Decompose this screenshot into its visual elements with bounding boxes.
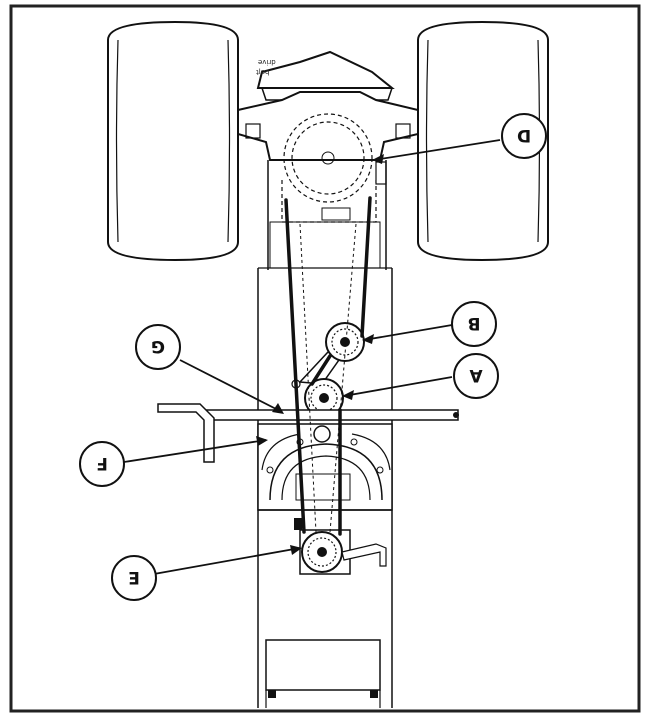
decal-line-1: ǝʌᴉɹp bbox=[258, 58, 276, 66]
svg-text:D: D bbox=[517, 125, 531, 145]
idler-pulley-a bbox=[304, 378, 344, 418]
callout-b: B bbox=[451, 301, 497, 347]
svg-text:E: E bbox=[128, 567, 140, 587]
leader-arrowheads bbox=[256, 154, 384, 555]
left-tire bbox=[107, 20, 239, 262]
idler-pulley-b bbox=[325, 322, 365, 362]
transmission-pulley-d bbox=[281, 113, 387, 223]
engine-pulley-e bbox=[294, 518, 387, 575]
decal-line-2: ʇlǝq bbox=[256, 68, 269, 76]
svg-text:B: B bbox=[468, 313, 481, 333]
leader-lines bbox=[123, 139, 501, 575]
front-plate bbox=[265, 639, 381, 708]
cross-rod bbox=[157, 403, 459, 463]
callout-e: E bbox=[111, 555, 157, 601]
callout-f: F bbox=[79, 441, 125, 487]
diagram-frame bbox=[9, 4, 641, 713]
axle-housing bbox=[237, 91, 419, 161]
drive-belt bbox=[284, 196, 372, 536]
clutch-bracket-f bbox=[257, 423, 393, 511]
svg-text:G: G bbox=[151, 336, 165, 356]
callout-a: A bbox=[453, 353, 499, 399]
callout-d: D bbox=[501, 113, 547, 159]
callout-g: G bbox=[135, 324, 181, 370]
svg-text:A: A bbox=[469, 365, 483, 385]
svg-text:F: F bbox=[96, 453, 108, 473]
